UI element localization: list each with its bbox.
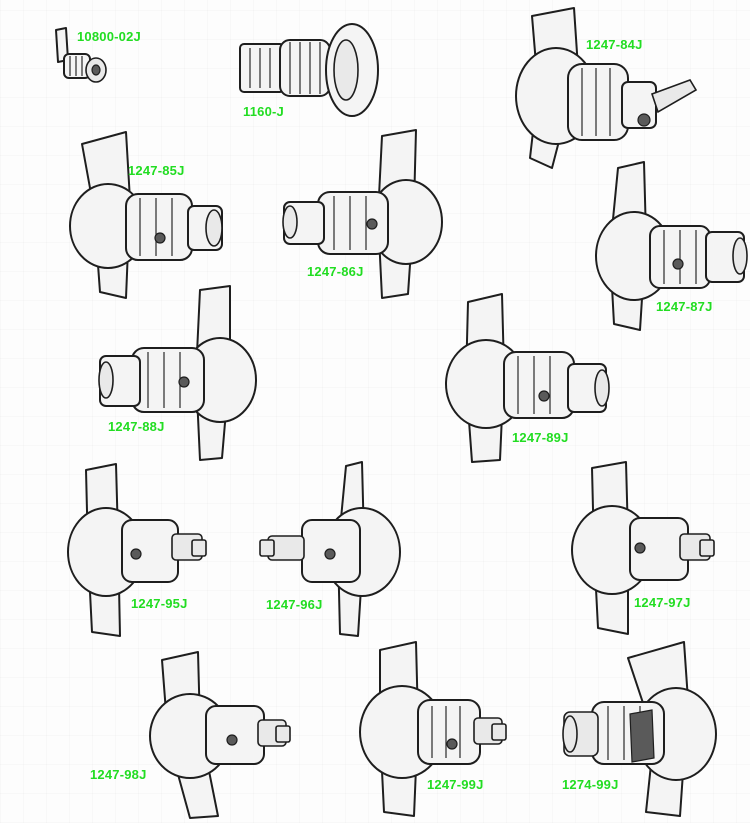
wing-knob-lock-icon (445, 293, 610, 463)
part-label-1274-99J: 1274-99J (562, 777, 619, 792)
wing-knob-cam-lock-icon (67, 463, 207, 637)
wing-knob-lock-icon (282, 129, 443, 299)
part-label-1247-95J: 1247-95J (131, 596, 188, 611)
knob-lock-icon (239, 23, 379, 117)
wing-knob-cam-lock-icon (562, 641, 717, 817)
part-label-1247-86J: 1247-86J (307, 264, 364, 279)
part-10800-02J[interactable] (50, 26, 122, 92)
part-label-1247-98J: 1247-98J (90, 767, 147, 782)
part-1160-J[interactable] (236, 18, 384, 122)
part-1247-96J[interactable] (258, 460, 408, 638)
part-label-1247-88J: 1247-88J (108, 419, 165, 434)
part-1247-99J[interactable] (354, 640, 514, 818)
wing-knob-cam-lock-icon (571, 461, 715, 635)
part-label-1247-97J: 1247-97J (634, 595, 691, 610)
part-1247-87J[interactable] (592, 160, 750, 332)
part-1247-98J[interactable] (146, 650, 296, 820)
part-1247-86J[interactable] (278, 126, 448, 300)
part-1247-88J[interactable] (96, 284, 260, 462)
part-1247-85J[interactable] (64, 130, 234, 300)
wing-knob-lock-icon (98, 285, 257, 461)
part-label-1247-84J: 1247-84J (586, 37, 643, 52)
part-1247-97J[interactable] (568, 460, 724, 636)
wing-knob-cam-lock-icon (149, 651, 291, 819)
part-1247-95J[interactable] (64, 462, 214, 638)
wing-knob-lock-icon (595, 161, 748, 331)
wing-knob-cam-lock-icon (359, 641, 507, 817)
wing-knob-lever-lock-icon (515, 7, 698, 169)
part-label-1247-85J: 1247-85J (128, 163, 185, 178)
part-label-1247-99J: 1247-99J (427, 777, 484, 792)
cam-lock-small-icon (55, 27, 107, 83)
part-1247-84J[interactable] (512, 7, 702, 174)
part-1247-89J[interactable] (440, 292, 614, 464)
part-label-10800-02J: 10800-02J (77, 29, 141, 44)
part-label-1247-96J: 1247-96J (266, 597, 323, 612)
part-label-1247-89J: 1247-89J (512, 430, 569, 445)
wing-knob-lock-icon (69, 131, 223, 299)
wing-knob-cam-lock-icon (259, 461, 401, 637)
part-label-1247-87J: 1247-87J (656, 299, 713, 314)
part-label-1160-J: 1160-J (243, 104, 284, 119)
part-1274-99J[interactable] (558, 640, 748, 820)
